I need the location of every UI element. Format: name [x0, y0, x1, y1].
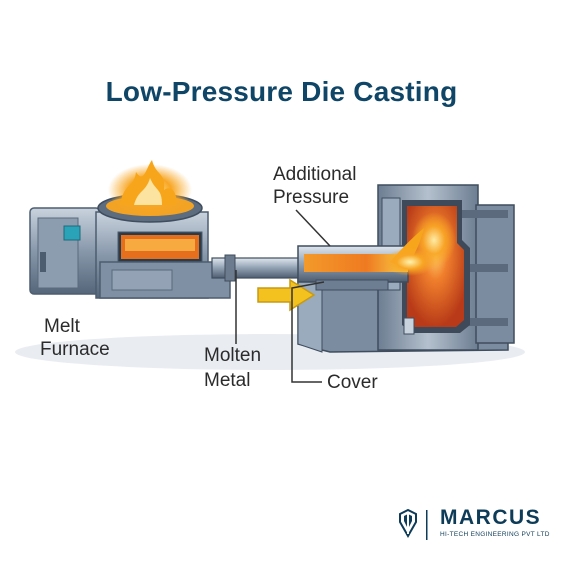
- cabinet-latch: [40, 252, 46, 272]
- furnace-base-panel: [111, 269, 173, 291]
- page-title: Low-Pressure Die Casting: [105, 76, 458, 107]
- label-additional-pressure-line2: Pressure: [273, 187, 350, 208]
- pressure-arrow: [257, 278, 316, 312]
- leader-cover: [291, 281, 325, 383]
- injection-cylinder: [297, 228, 436, 291]
- flame-shape: [120, 160, 177, 205]
- leader-additional-pressure: [295, 209, 331, 247]
- clamp-rod-bottom: [460, 318, 508, 326]
- clamp-rod-top: [460, 210, 508, 218]
- cover-plate: [315, 279, 389, 291]
- flame-core: [134, 178, 162, 205]
- label-melt-furnace-line1: Melt: [44, 316, 80, 337]
- marcus-logo-icon: [399, 508, 428, 540]
- furnace-fire-highlight: [125, 239, 195, 251]
- transfer-pipe: [211, 254, 311, 282]
- label-melt-furnace-line2: Furnace: [40, 339, 110, 360]
- label-additional-pressure-line1: Additional: [273, 164, 357, 185]
- logo-wordmark: MARCUS: [440, 506, 542, 529]
- label-cover: Cover: [327, 372, 378, 393]
- die-assembly: [297, 184, 515, 353]
- pipe-flange: [224, 254, 236, 282]
- stream-glow: [384, 248, 436, 276]
- label-molten-metal-line2: Metal: [204, 370, 251, 391]
- label-molten-metal-line1: Molten: [204, 345, 262, 366]
- logo-subtitle: HI-TECH ENGINEERING PVT LTD: [440, 531, 550, 538]
- clamp-rod-mid: [460, 264, 508, 272]
- melt-furnace-illustration: [29, 160, 231, 299]
- ejector-pin: [403, 317, 415, 335]
- molten-stream: [304, 254, 408, 272]
- control-screen: [63, 225, 81, 241]
